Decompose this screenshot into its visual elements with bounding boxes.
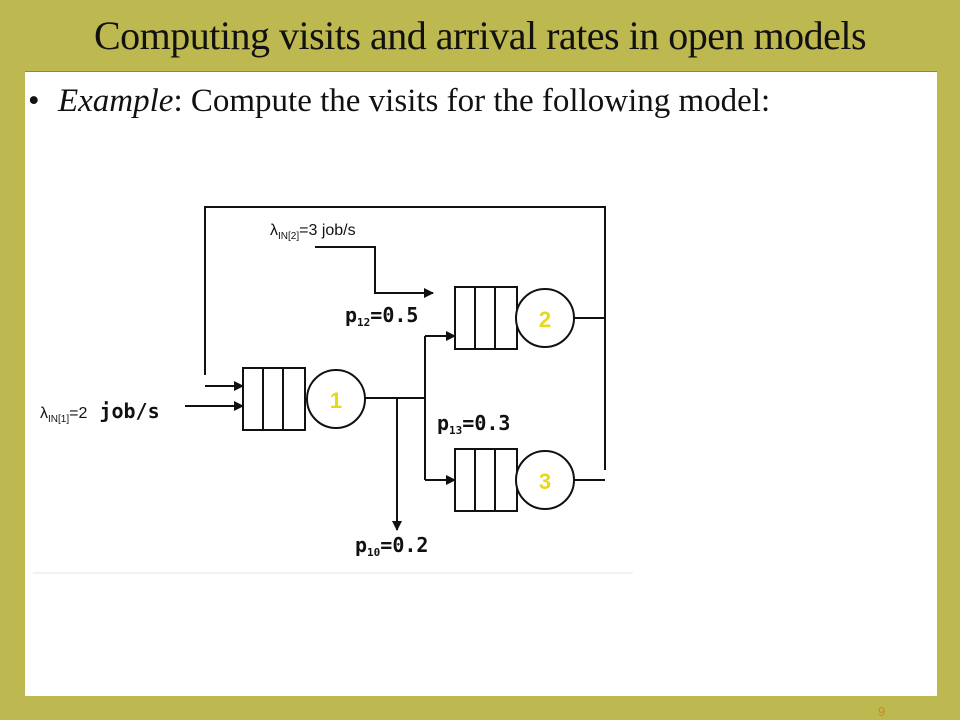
arrival2-rest: =3 job/s xyxy=(299,222,355,239)
arrival2-symbol: λ xyxy=(270,222,278,239)
station-3-label: 3 xyxy=(539,469,551,494)
arrival2-label: λIN[2]=3 job/s xyxy=(270,222,356,242)
content-panel xyxy=(25,72,937,696)
p13-sub: 13 xyxy=(449,424,462,437)
station-3 xyxy=(454,448,575,512)
arrival1-label: λIN[1]=2 job/s xyxy=(40,399,160,425)
bullet-emphasis: Example xyxy=(58,83,174,119)
bullet-example: • Example: Compute the visits for the fol… xyxy=(28,83,770,120)
arrival1-rest-bold: job/s xyxy=(87,399,159,423)
bullet-marker: • xyxy=(28,83,40,119)
arrival1-symbol: λ xyxy=(40,405,48,422)
station-2-label: 2 xyxy=(539,307,551,332)
station-1-label: 1 xyxy=(330,388,342,413)
feedback-top-line xyxy=(204,206,606,470)
station-2 xyxy=(454,286,575,350)
p10-value: =0.2 xyxy=(380,533,428,557)
page-number: 9 xyxy=(878,704,886,719)
p13-value: =0.3 xyxy=(462,411,510,435)
p12-base: p xyxy=(345,303,357,327)
arrival2-sub: IN[2] xyxy=(278,231,299,242)
arrival2-line xyxy=(315,246,434,298)
title-divider xyxy=(25,71,937,72)
p10-sub: 10 xyxy=(367,546,380,559)
p12-sub: 12 xyxy=(357,316,370,329)
bullet-text: : Compute the visits for the following m… xyxy=(173,83,771,119)
prob-p13: p13=0.3 xyxy=(437,411,510,437)
p13-base: p xyxy=(437,411,449,435)
prob-p10: p10=0.2 xyxy=(355,533,428,559)
prob-p12: p12=0.5 xyxy=(345,303,418,329)
arrival1-rest-small: =2 xyxy=(69,405,87,422)
station-1 xyxy=(242,367,366,431)
p10-base: p xyxy=(355,533,367,557)
p12-value: =0.5 xyxy=(370,303,418,327)
slide-title: Computing visits and arrival rates in op… xyxy=(93,13,867,58)
arrival1-sub: IN[1] xyxy=(48,414,69,425)
